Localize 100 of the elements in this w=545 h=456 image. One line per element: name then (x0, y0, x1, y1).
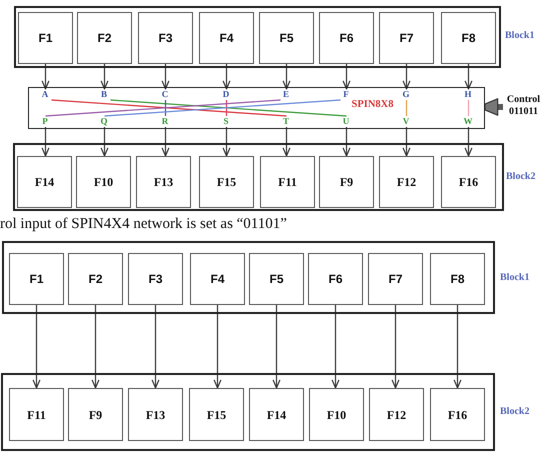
arrow (100, 127, 108, 156)
network-label: SPIN8X8 (352, 98, 394, 110)
arrow (42, 64, 50, 90)
port-label: T (282, 116, 290, 126)
block-label: Block2 (500, 406, 530, 418)
arrow (92, 305, 100, 388)
port-label: S (222, 116, 230, 126)
arrow (162, 127, 170, 156)
module-box (128, 253, 183, 305)
arrow (152, 305, 160, 388)
module-label: F12 (386, 408, 406, 420)
module-box (199, 12, 254, 64)
block-frame (1, 373, 495, 451)
arrow (282, 127, 290, 156)
port-label: W (462, 116, 474, 126)
module-box (68, 253, 123, 305)
module-box (309, 388, 364, 441)
module-box (259, 12, 314, 64)
module-box (379, 156, 434, 208)
module-box (319, 12, 374, 64)
module-box (9, 253, 64, 305)
arrow (454, 305, 462, 388)
module-label: F13 (146, 408, 166, 420)
block-frame (13, 143, 504, 211)
connector-line (406, 100, 408, 116)
module-label: F15 (216, 176, 236, 188)
module-label: F9 (88, 408, 102, 420)
module-box (199, 156, 254, 208)
module-label: F14 (266, 408, 286, 420)
arrow (464, 127, 472, 156)
module-label: F11 (27, 408, 46, 420)
port-label: R (160, 116, 170, 126)
module-label: F10 (326, 408, 346, 420)
module-box (368, 253, 423, 305)
module-box (138, 12, 193, 64)
module-box (379, 12, 434, 64)
arrow (342, 127, 350, 156)
module-label: F16 (458, 176, 478, 188)
module-label: F2 (97, 32, 112, 44)
module-label: F1 (38, 32, 52, 44)
arrow (392, 305, 400, 388)
module-box (128, 388, 183, 441)
control-label: Control 011011 (506, 94, 542, 118)
module-label: F5 (279, 32, 294, 44)
module-box (249, 388, 304, 441)
module-label: F6 (328, 273, 342, 285)
module-label: F16 (448, 408, 468, 420)
module-box (369, 388, 424, 441)
arrow (100, 64, 108, 90)
arrow (402, 127, 410, 156)
module-label: F10 (94, 176, 114, 188)
module-label: F12 (396, 176, 416, 188)
module-label: F9 (340, 176, 354, 188)
module-label: F7 (399, 32, 414, 44)
port-label: G (401, 88, 410, 100)
arrow (332, 305, 340, 388)
module-box (430, 253, 485, 305)
module-box (17, 156, 72, 208)
port-label: B (100, 88, 108, 100)
port-label: P (41, 116, 49, 126)
module-label: F8 (461, 32, 476, 44)
module-box (18, 12, 73, 64)
arrow (162, 64, 170, 90)
module-label: F8 (450, 273, 464, 285)
module-box (260, 156, 315, 208)
module-box (9, 388, 64, 441)
module-box (136, 156, 191, 208)
module-label: F3 (158, 32, 172, 44)
connector-line (164, 100, 166, 116)
arrow (222, 127, 230, 156)
module-label: F4 (210, 273, 224, 285)
arrow (32, 305, 40, 388)
arrow (402, 64, 410, 90)
connector-line (226, 100, 228, 116)
module-label: F14 (34, 176, 54, 188)
module-label: F13 (154, 176, 174, 188)
port-label: V (402, 116, 410, 126)
module-box (430, 388, 485, 441)
caption-text: rol input of SPIN4X4 network is set as “01101” (0, 215, 287, 233)
port-label: H (463, 88, 472, 100)
arrow (282, 64, 290, 90)
module-label: F6 (339, 32, 354, 44)
module-label: F4 (219, 32, 234, 44)
arrow (272, 305, 280, 388)
module-label: F3 (148, 273, 162, 285)
module-label: F7 (388, 273, 402, 285)
module-box (190, 253, 245, 305)
port-label: D (222, 88, 230, 100)
port-label: E (282, 88, 290, 100)
module-box (441, 156, 496, 208)
module-box (308, 253, 363, 305)
port-label: Q (99, 116, 108, 126)
module-box (68, 388, 123, 441)
module-box (77, 12, 132, 64)
port-label: U (342, 116, 350, 126)
port-label: A (40, 88, 50, 100)
port-label: F (342, 88, 350, 100)
module-label: F2 (88, 273, 102, 285)
module-box (319, 156, 374, 208)
module-label: F5 (269, 273, 284, 285)
